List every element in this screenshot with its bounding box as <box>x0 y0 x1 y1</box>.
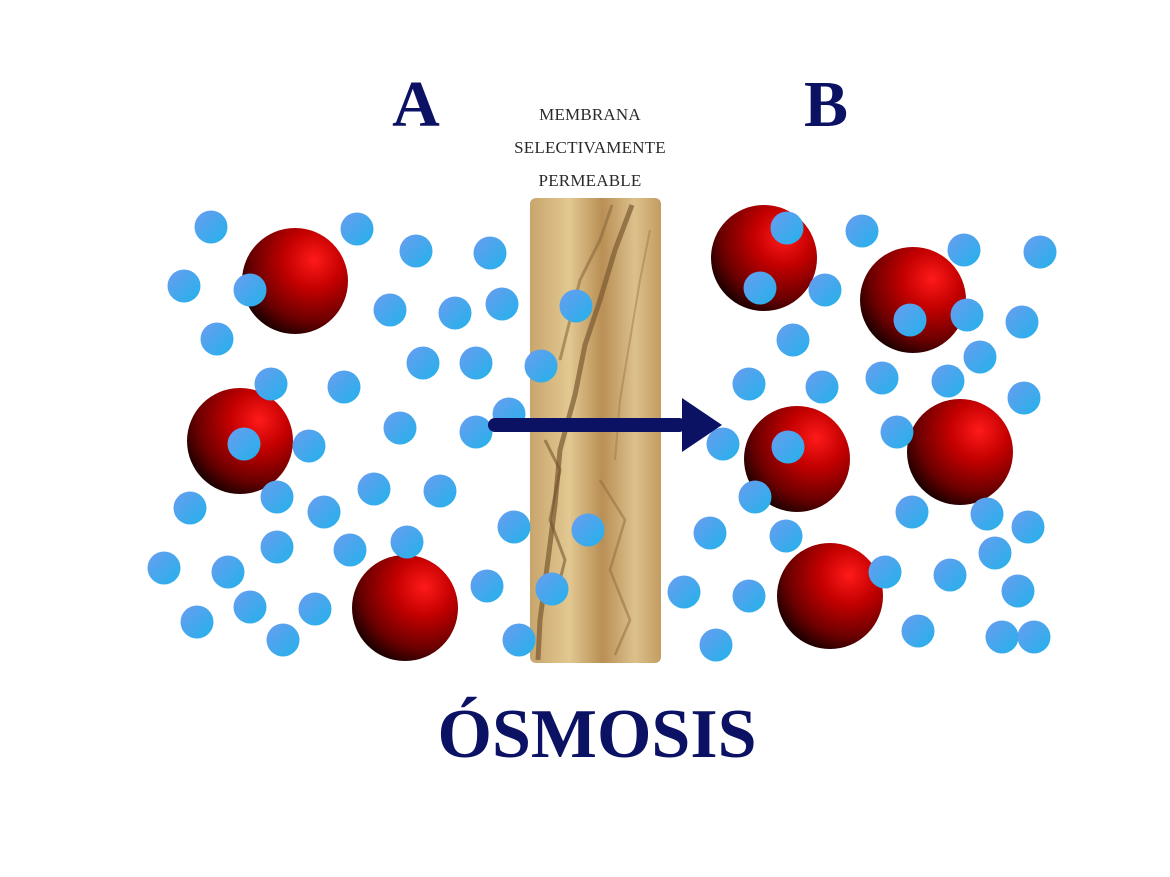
water-molecule-icon <box>439 297 472 330</box>
water-molecule-icon <box>846 215 879 248</box>
water-molecule-icon <box>228 428 261 461</box>
solute-molecule-icon <box>860 247 966 353</box>
water-molecule-icon <box>770 520 803 553</box>
water-molecule-icon <box>486 288 519 321</box>
water-molecule-icon <box>234 274 267 307</box>
water-molecule-icon <box>1018 621 1051 654</box>
solute-molecule-icon <box>352 555 458 661</box>
water-molecule-icon <box>971 498 1004 531</box>
membrane-caption-line: SELECTIVAMENTE <box>514 131 666 164</box>
water-molecule-icon <box>400 235 433 268</box>
side-b-label: B <box>804 72 848 138</box>
water-molecule-icon <box>560 290 593 323</box>
membrane-caption-line: MEMBRANA <box>514 98 666 131</box>
water-molecule-icon <box>866 362 899 395</box>
water-molecule-icon <box>809 274 842 307</box>
water-molecule-icon <box>806 371 839 404</box>
side-a-label: A <box>392 72 440 138</box>
water-molecule-icon <box>934 559 967 592</box>
water-molecule-icon <box>951 299 984 332</box>
solute-molecule-icon <box>907 399 1013 505</box>
water-molecule-icon <box>771 212 804 245</box>
water-molecule-icon <box>700 629 733 662</box>
water-molecule-icon <box>261 531 294 564</box>
water-molecule-icon <box>195 211 228 244</box>
solute-molecule-icon <box>777 543 883 649</box>
water-molecule-icon <box>474 237 507 270</box>
water-molecule-icon <box>536 573 569 606</box>
water-molecule-icon <box>299 593 332 626</box>
water-molecule-icon <box>948 234 981 267</box>
diagram-title: ÓSMOSIS <box>438 700 757 770</box>
water-molecule-icon <box>881 416 914 449</box>
water-molecule-icon <box>384 412 417 445</box>
water-molecule-icon <box>498 511 531 544</box>
water-molecule-icon <box>328 371 361 404</box>
water-molecule-icon <box>733 580 766 613</box>
water-molecule-icon <box>212 556 245 589</box>
water-molecule-icon <box>255 368 288 401</box>
water-molecule-icon <box>374 294 407 327</box>
water-molecule-icon <box>168 270 201 303</box>
water-molecule-icon <box>1008 382 1041 415</box>
water-molecule-icon <box>267 624 300 657</box>
water-molecule-icon <box>261 481 294 514</box>
water-molecule-icon <box>293 430 326 463</box>
water-molecule-icon <box>894 304 927 337</box>
water-molecule-icon <box>739 481 772 514</box>
water-molecule-icon <box>460 416 493 449</box>
water-molecule-icon <box>979 537 1012 570</box>
water-molecule-icon <box>902 615 935 648</box>
water-molecule-icon <box>424 475 457 508</box>
water-molecule-icon <box>668 576 701 609</box>
water-molecule-icon <box>707 428 740 461</box>
water-molecule-icon <box>777 324 810 357</box>
water-molecule-icon <box>391 526 424 559</box>
water-molecule-icon <box>503 624 536 657</box>
water-molecule-icon <box>733 368 766 401</box>
water-molecule-icon <box>460 347 493 380</box>
water-molecule-icon <box>407 347 440 380</box>
water-molecule-icon <box>308 496 341 529</box>
water-molecule-icon <box>234 591 267 624</box>
water-molecule-icon <box>869 556 902 589</box>
water-molecule-icon <box>341 213 374 246</box>
membrane-caption: MEMBRANA SELECTIVAMENTE PERMEABLE <box>514 98 666 197</box>
water-molecule-icon <box>201 323 234 356</box>
water-molecule-icon <box>358 473 391 506</box>
water-molecule-icon <box>572 514 605 547</box>
water-molecule-icon <box>1002 575 1035 608</box>
water-molecule-icon <box>896 496 929 529</box>
water-molecule-icon <box>694 517 727 550</box>
water-molecule-icon <box>471 570 504 603</box>
water-molecule-icon <box>148 552 181 585</box>
water-molecule-icon <box>1012 511 1045 544</box>
water-molecule-icon <box>772 431 805 464</box>
water-molecule-icon <box>986 621 1019 654</box>
membrane-caption-line: PERMEABLE <box>514 164 666 197</box>
water-molecule-icon <box>964 341 997 374</box>
water-molecule-icon <box>744 272 777 305</box>
water-molecule-icon <box>174 492 207 525</box>
water-molecule-icon <box>1024 236 1057 269</box>
water-molecule-icon <box>1006 306 1039 339</box>
water-molecule-icon <box>932 365 965 398</box>
water-molecule-icon <box>525 350 558 383</box>
water-molecule-icon <box>334 534 367 567</box>
water-molecule-icon <box>181 606 214 639</box>
